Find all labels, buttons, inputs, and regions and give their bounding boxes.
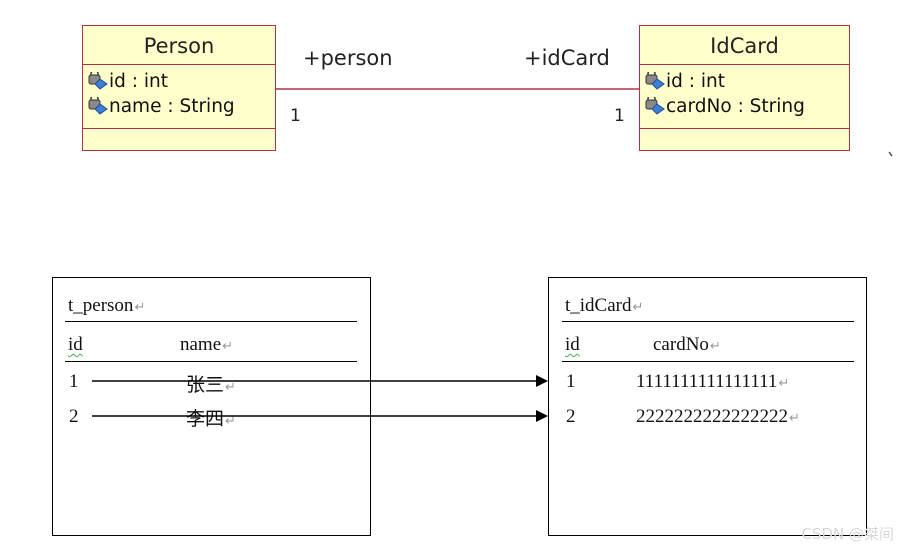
column-header-name: name↵ [180,334,234,355]
multiplicity-left: 1 [290,106,301,126]
uml-attributes: id : int cardNo : String [640,65,849,129]
table-name: t_idCard↵ [565,295,644,316]
multiplicity-right: 1 [614,106,625,126]
table-rule [562,321,854,322]
uml-attribute: id : int [83,69,275,94]
db-table-idcard [548,277,867,536]
table-cell: 1111111111111111↵ [636,371,790,392]
uml-attribute: name : String [83,94,275,119]
uml-class-person: Person id : int name : String [82,25,276,151]
table-cell: 2 [69,406,79,427]
lock-icon [87,94,109,115]
column-header-id: id [68,334,83,355]
table-rule [562,361,854,362]
uml-class-idcard: IdCard id : int cardNo : String [639,25,850,151]
association-role-left: +person [303,46,393,70]
table-cell: 2222222222222222↵ [636,406,800,427]
uml-class-name: IdCard [640,26,849,65]
column-header-id: id [565,334,580,355]
uml-attributes: id : int name : String [83,65,275,129]
column-header-cardno: cardNo↵ [653,334,721,355]
lock-icon [644,94,666,115]
arrowhead [536,375,548,387]
db-table-person [52,277,371,536]
watermark: CSDN @桀间 [801,525,894,543]
association-line [276,88,893,157]
table-cell: 李四↵ [186,409,236,430]
table-name: t_person↵ [68,295,146,316]
table-cell: 1 [566,371,576,392]
table-rule [65,361,357,362]
lock-icon [644,69,666,90]
table-rule [65,321,357,322]
uml-attribute: cardNo : String [640,94,849,119]
table-cell: 1 [69,371,79,392]
uml-attribute: id : int [640,69,849,94]
uml-class-name: Person [83,26,275,65]
lock-icon [87,69,109,90]
table-cell: 2 [566,406,576,427]
association-role-right: +idCard [524,46,610,70]
arrowhead [536,410,548,422]
